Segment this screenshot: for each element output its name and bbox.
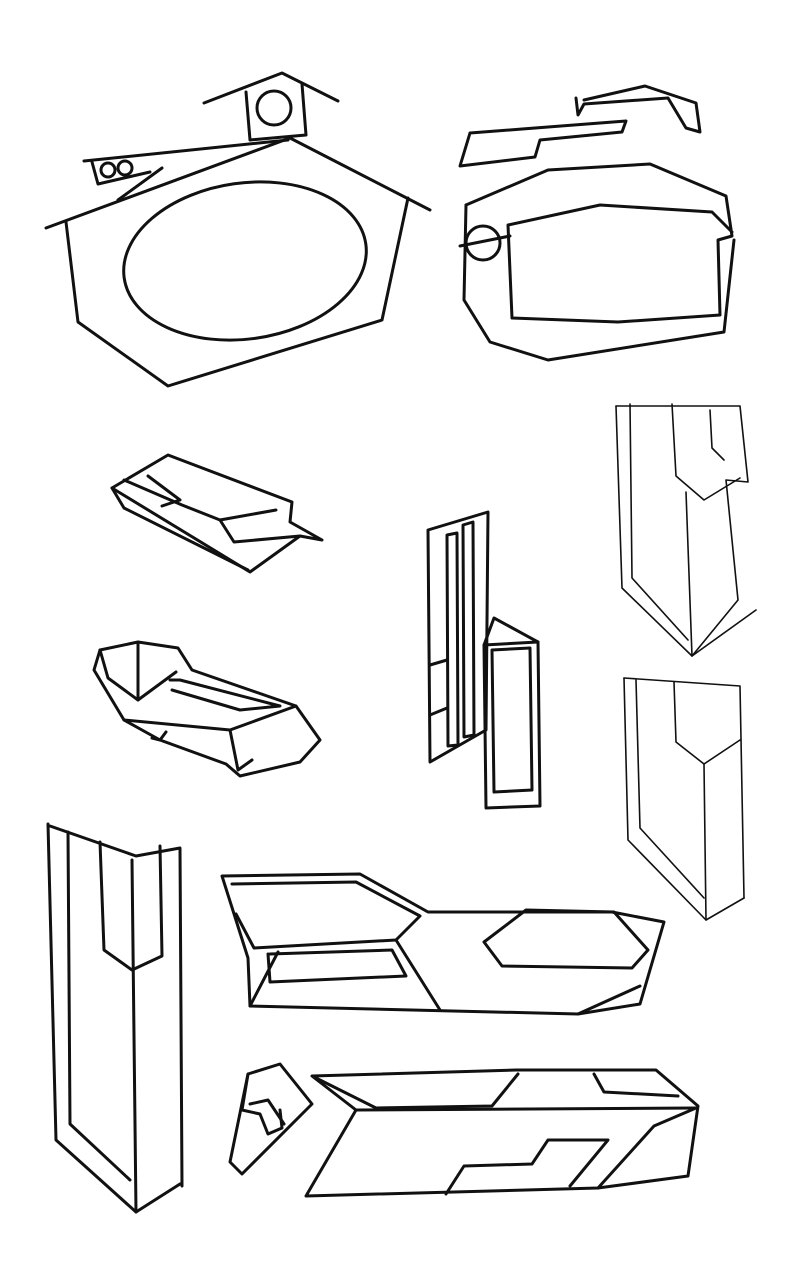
- sketch-house-pod: [44, 71, 432, 388]
- sketch-tall-column-left: [46, 822, 184, 1214]
- sketch-capsule-block: [92, 640, 322, 778]
- sketch-visor-pod: [458, 84, 736, 362]
- sketch-flat-cartridge: [110, 453, 324, 574]
- sketch-long-prism: [304, 1068, 700, 1198]
- sketch-double-slab: [426, 510, 542, 810]
- sketch-tall-column-right-top: [615, 403, 757, 657]
- sketch-tall-column-right-bottom: [623, 677, 745, 921]
- sketch-hex-deck: [220, 872, 666, 1016]
- sketch-small-shard: [228, 1062, 314, 1176]
